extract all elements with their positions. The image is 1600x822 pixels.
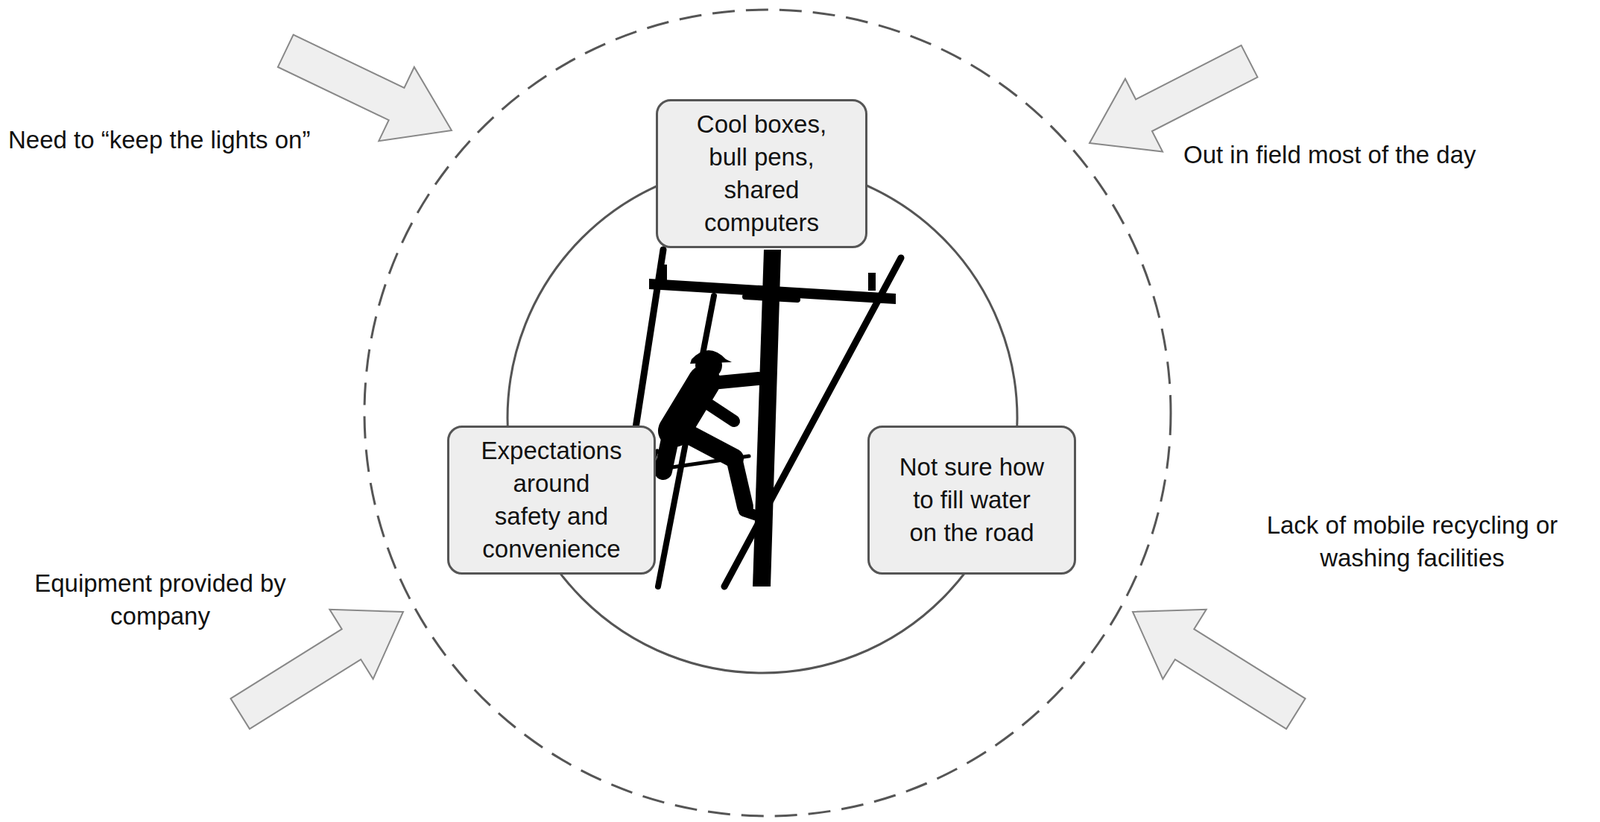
factor-label: Equipment provided by company	[14, 567, 306, 633]
crossarm-brace	[745, 296, 798, 300]
box-text: Not sure how to fill water on the road	[897, 450, 1046, 550]
insulator	[659, 264, 667, 281]
lineman-illustration	[632, 249, 901, 587]
insulator	[868, 272, 876, 291]
worker-boot	[743, 511, 758, 516]
text-box: Not sure how to fill water on the road	[867, 425, 1077, 575]
crossarm	[649, 278, 896, 305]
worker-arm	[711, 378, 759, 384]
worker-arm	[694, 394, 735, 422]
text-box: Cool boxes, bull pens, shared computers	[655, 99, 868, 249]
text-box: Expectations around safety and convenien…	[447, 425, 656, 575]
safety-belt	[654, 450, 749, 469]
box-text: Expectations around safety and convenien…	[477, 434, 626, 566]
hard-hat	[690, 350, 732, 364]
block-arrow	[1111, 576, 1318, 749]
outer-dashed-circle	[364, 9, 1171, 817]
factor-label: Lack of mobile recycling or washing faci…	[1244, 508, 1580, 575]
factor-label: Out in field most of the day	[1183, 138, 1527, 172]
box-text: Cool boxes, bull pens, shared computers	[687, 108, 836, 240]
block-arrow	[218, 576, 425, 749]
pole-brace	[632, 249, 664, 448]
worker-leg	[681, 430, 735, 459]
worker-leg	[734, 458, 746, 507]
factor-label: Need to “keep the lights on”	[8, 123, 359, 157]
